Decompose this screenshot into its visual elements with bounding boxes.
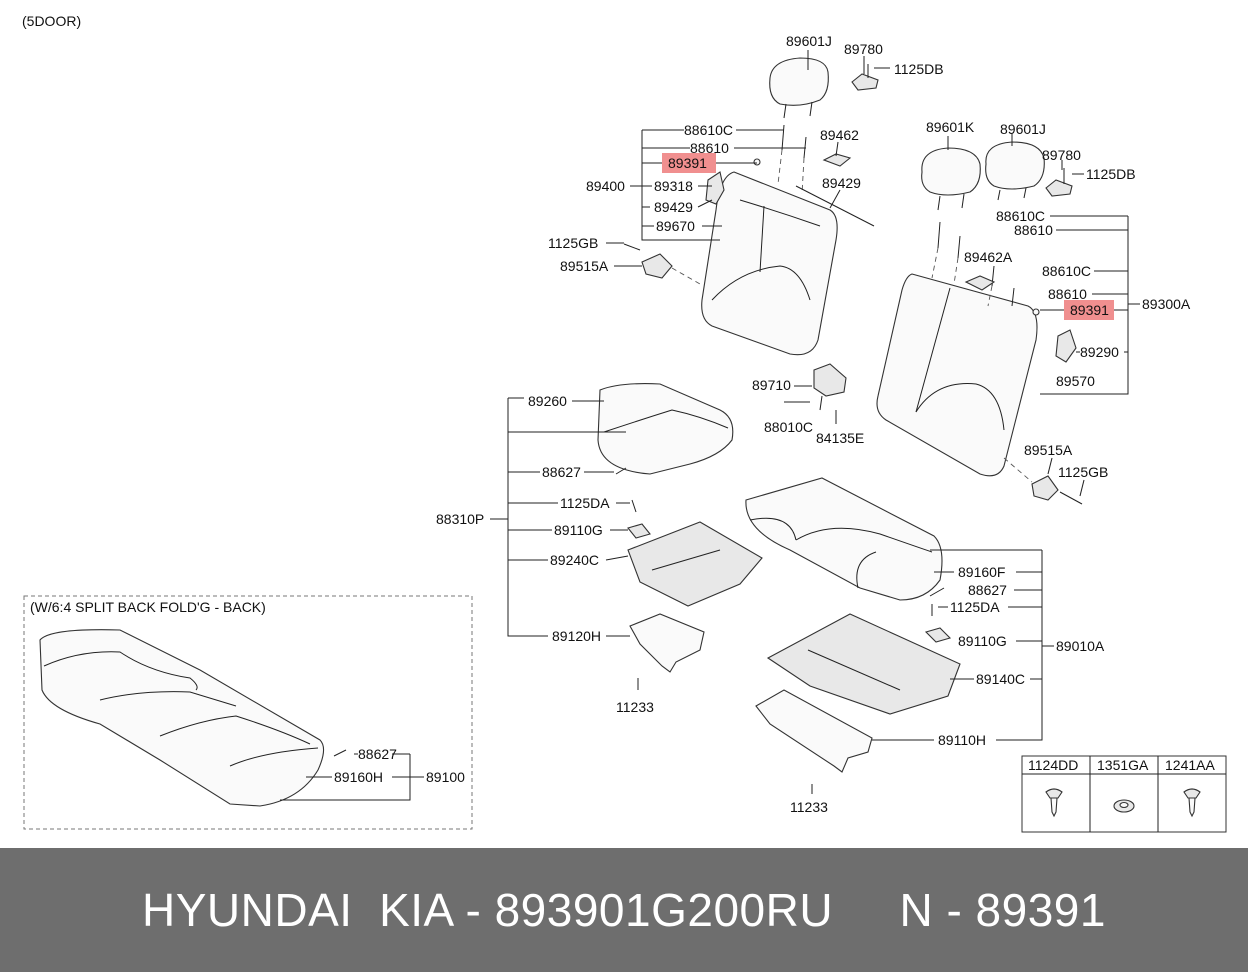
label-1125gb-right: 1125GB [1058,464,1108,480]
latch-89318 [705,171,725,205]
label-89670: 89670 [656,218,695,234]
headrest-89601j-right [985,141,1045,190]
label-89160h: 89160H [334,769,383,785]
left-seatback-frame [701,171,838,356]
label-89318: 89318 [654,178,693,194]
plate-89462a [964,275,996,291]
wire-89429 [795,185,875,227]
latch-89290 [1055,329,1077,363]
legend-header-1241aa: 1241AA [1165,757,1215,773]
label-11233-left: 11233 [616,699,654,715]
label-89429-a: 89429 [654,199,693,215]
legend-header-1124dd: 1124DD [1028,757,1078,773]
right-cushion-group [745,477,1054,794]
label-89710: 89710 [752,377,791,393]
label-11233-right: 11233 [790,799,828,815]
pan-89140c [766,613,961,715]
plate-89462 [822,153,852,167]
screw-icon [1183,788,1201,818]
label-89160f: 89160F [958,564,1005,580]
label-89290: 89290 [1080,344,1119,360]
footer-bar: HYUNDAI KIA - 893901G200RU N - 89391 [0,848,1248,972]
clip-89110g-right [924,627,952,643]
label-89300a: 89300A [1142,296,1191,312]
label-89400: 89400 [586,178,625,194]
label-89391-left: 89391 [668,155,707,171]
label-89462a: 89462A [964,249,1013,265]
headrest-left [769,57,829,106]
label-89601k: 89601K [926,119,975,135]
label-1125db: 1125DB [894,61,944,77]
label-88010c: 88010C [764,419,813,435]
label-89110g-right: 89110G [958,633,1007,649]
label-89462: 89462 [820,127,859,143]
left-cushion-group [490,383,763,690]
highlight-89391-left [662,153,716,173]
right-seatback-frame [876,273,1038,477]
headrest-89601k [921,147,981,196]
label-88610: 88610 [690,140,729,156]
right-seatback-group [876,134,1140,505]
label-88310p: 88310P [436,511,484,527]
label-89120h: 89120H [552,628,601,644]
label-1125da-left: 1125DA [560,495,610,511]
label-89429-b: 89429 [822,175,861,191]
part-number-caption: HYUNDAI KIA - 893901G200RU N - 89391 [142,884,1106,936]
label-88627-inset: 88627 [358,746,397,762]
label-1125da-right: 1125DA [950,599,1000,615]
label-89780: 89780 [844,41,883,57]
label-89601j-right: 89601J [1000,121,1046,137]
label-88610-right-1: 88610 [1014,222,1053,238]
label-89260: 89260 [528,393,567,409]
screw-icon [1045,788,1063,818]
washer-icon [1113,799,1135,813]
bracket-89780-right [1045,179,1073,197]
inset-cushion-89100 [39,629,325,807]
label-89110h: 89110H [938,732,986,748]
label-89010a: 89010A [1056,638,1105,654]
cushion-89160f [745,477,943,601]
label-88610-right-2: 88610 [1048,286,1087,302]
label-84135e: 84135E [816,430,864,446]
label-89515a-right: 89515A [1024,442,1073,458]
label-89140c: 89140C [976,671,1025,687]
cushion-89260 [597,383,734,475]
label-89780-right: 89780 [1042,147,1081,163]
fastener-legend-table: 1124DD 1351GA 1241AA [1021,755,1227,833]
hinge-89515a-right [1031,475,1059,501]
hinge-89710-group [784,363,847,424]
label-89515a-left: 89515A [560,258,609,274]
highlight-89391-right [1064,300,1114,320]
label-1125db-right: 1125DB [1086,166,1136,182]
label-89110g-left: 89110G [554,522,603,538]
label-89100: 89100 [426,769,465,785]
legend-header-1351ga: 1351GA [1097,757,1149,773]
label-1125gb-left: 1125GB [548,235,598,251]
label-88627-right: 88627 [968,582,1007,598]
bracket-89780 [851,73,879,91]
door-variant-note: (5DOOR) [22,13,81,29]
parts-diagram: (5DOOR) [22,13,1227,833]
left-seatback-group [606,50,890,356]
bracket-89120h [629,613,705,673]
inset-title: (W/6:4 SPLIT BACK FOLD'G - BACK) [30,599,266,615]
clip-89110g-left [627,523,651,539]
label-89240c: 89240C [550,552,599,568]
hinge-89515a-left [641,253,673,279]
label-89570: 89570 [1056,373,1095,389]
label-88610c-right-2: 88610C [1042,263,1091,279]
label-89391-right: 89391 [1070,302,1109,318]
pan-89240c [627,521,763,607]
label-88610c-right-1: 88610C [996,208,1045,224]
label-88610c: 88610C [684,122,733,138]
bracket-89110h [755,689,873,773]
inset-split-back-fold: (W/6:4 SPLIT BACK FOLD'G - BACK) [23,595,473,830]
label-88627-left: 88627 [542,464,581,480]
label-89601j: 89601J [786,33,832,49]
